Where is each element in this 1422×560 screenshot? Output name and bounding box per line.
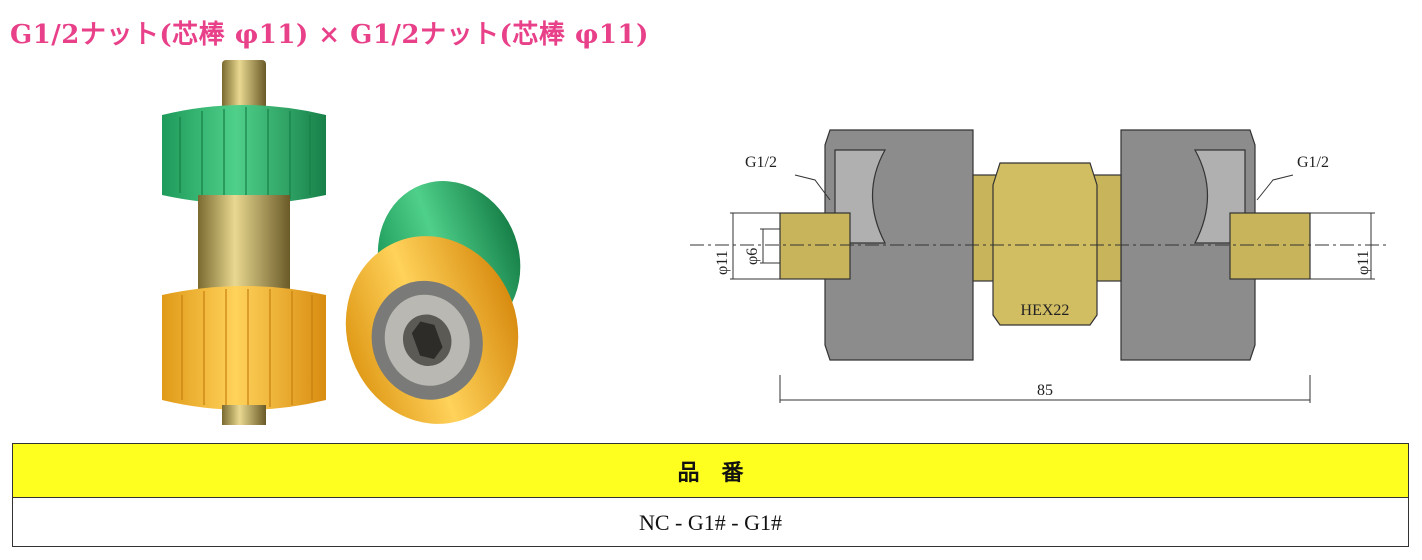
right-thread-label: G1/2 — [1297, 154, 1329, 171]
part-number-table: 品 番 NC - G1# - G1# — [12, 443, 1409, 547]
dim-outer-right: φ11 — [1355, 250, 1372, 275]
left-stem — [779, 212, 851, 280]
hex-label: HEX22 — [1021, 302, 1070, 319]
fitting-vertical — [162, 60, 326, 425]
product-photo — [162, 60, 521, 425]
left-thread-label: G1/2 — [745, 154, 777, 171]
dim-outer-left: φ11 — [714, 250, 731, 275]
table-header: 品 番 — [13, 444, 1408, 498]
page-title: G1/2ナット(芯棒 φ11) × G1/2ナット(芯棒 φ11) — [10, 20, 649, 50]
technical-drawing: G1/2 G1/2 HEX22 85 φ11 φ6 φ11 — [690, 129, 1390, 403]
hex-body — [992, 162, 1098, 326]
length-label: 85 — [1037, 382, 1053, 399]
part-number: NC - G1# - G1# — [639, 509, 782, 535]
dim-inner: φ6 — [744, 248, 761, 265]
right-stem — [1229, 212, 1311, 280]
fitting-angled — [345, 181, 521, 424]
